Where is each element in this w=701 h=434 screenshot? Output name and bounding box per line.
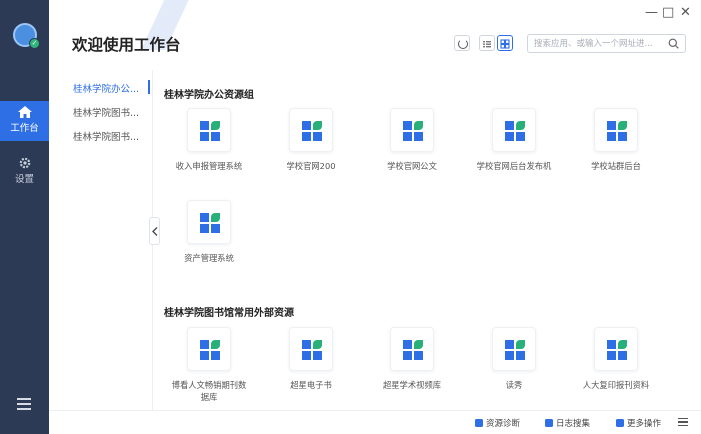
app-label: 超星电子书 [290, 380, 332, 390]
header: — □ ✕ 欢迎使用工作台 [49, 0, 701, 70]
app-label: 人大复印报刊资料 [582, 380, 650, 390]
status-link-label: 更多操作 [627, 419, 662, 429]
more-icon [616, 419, 624, 427]
app-grid-icon [302, 121, 322, 141]
app-tile[interactable] [390, 108, 434, 152]
app-grid-icon [200, 121, 220, 141]
app-grid-icon [505, 121, 525, 141]
online-check-icon: ✓ [29, 38, 40, 49]
gear-icon [19, 157, 30, 169]
log-icon [545, 419, 553, 427]
maximize-button[interactable]: □ [662, 5, 675, 20]
minimize-button[interactable]: — [645, 5, 658, 20]
app-item[interactable]: 资产管理系统 [158, 200, 260, 264]
section-title: 桂林学院办公资源组 [164, 90, 254, 101]
app-tile[interactable] [187, 327, 231, 371]
status-link-label: 日志搜集 [556, 419, 591, 429]
app-tile[interactable] [594, 108, 638, 152]
app-item[interactable]: 学校官网公文 [361, 108, 463, 172]
active-category-marker [148, 80, 150, 94]
list-view-icon [483, 41, 491, 48]
search-icon[interactable] [668, 38, 679, 49]
search-input[interactable] [534, 36, 664, 51]
category-item[interactable]: 桂林学院图书... [73, 132, 140, 143]
nav-item-settings[interactable]: 设置 [0, 152, 49, 192]
app-tile[interactable] [187, 200, 231, 244]
category-list: 桂林学院办公... 桂林学院图书... 桂林学院图书... [49, 70, 152, 410]
grid-view-icon [500, 39, 510, 49]
log-search-button[interactable]: 日志搜集 [545, 417, 590, 429]
search-box [527, 34, 686, 53]
header-decoration [139, 0, 209, 50]
app-item[interactable]: 学校官网后台发布机 [463, 108, 565, 172]
list-view-button[interactable] [479, 35, 495, 51]
nav-item-label: 设置 [14, 174, 34, 185]
section-title: 桂林学院图书馆常用外部资源 [164, 308, 294, 319]
app-item[interactable]: 人大复印报刊资料 [565, 327, 667, 391]
app-label: 学校站群后台 [591, 161, 641, 171]
app-item[interactable]: 博看人文畅销期刊数据库 [158, 327, 260, 403]
nav-item-label: 工作台 [10, 123, 39, 134]
app-grid-area: 桂林学院办公资源组 收入申报管理系统 学校官网200 学校官网公文 学校官网后台… [153, 70, 701, 410]
app-grid-icon [607, 340, 627, 360]
app-label: 学校官网后台发布机 [476, 161, 552, 171]
more-actions-button[interactable]: 更多操作 [616, 417, 661, 429]
grid-view-button[interactable] [497, 35, 513, 51]
app-tile[interactable] [492, 108, 536, 152]
app-label: 资产管理系统 [184, 253, 234, 263]
app-grid-icon [403, 121, 423, 141]
app-grid-icon [403, 340, 423, 360]
app-tile[interactable] [289, 327, 333, 371]
app-tile[interactable] [187, 108, 231, 152]
app-tile[interactable] [594, 327, 638, 371]
panel-toggle-icon[interactable] [678, 418, 688, 427]
chevron-left-icon [152, 227, 158, 236]
app-tile[interactable] [289, 108, 333, 152]
status-link-label: 资源诊断 [486, 419, 521, 429]
app-grid-icon [505, 340, 525, 360]
status-bar: 资源诊断 日志搜集 更多操作 [49, 410, 701, 434]
app-item[interactable]: 学校站群后台 [565, 108, 667, 172]
app-grid-icon [200, 213, 220, 233]
app-label: 学校官网200 [286, 161, 336, 171]
hamburger-menu-icon[interactable] [17, 398, 31, 410]
nav-rail: ✓ 工作台 设置 [0, 0, 49, 434]
page-title: 欢迎使用工作台 [72, 36, 181, 54]
app-label: 超星学术视频库 [382, 380, 442, 390]
app-grid-icon [200, 340, 220, 360]
app-label: 学校官网公文 [387, 161, 437, 171]
category-item[interactable]: 桂林学院图书... [73, 108, 140, 119]
app-item[interactable]: 读秀 [463, 327, 565, 391]
resource-diagnose-button[interactable]: 资源诊断 [475, 417, 520, 429]
diagnose-icon [475, 419, 483, 427]
close-button[interactable]: ✕ [680, 5, 691, 20]
app-item[interactable]: 超星电子书 [260, 327, 362, 391]
category-item[interactable]: 桂林学院办公... [73, 84, 140, 95]
home-icon [17, 106, 32, 118]
refresh-button[interactable] [454, 35, 470, 51]
app-item[interactable]: 超星学术视频库 [361, 327, 463, 391]
app-tile[interactable] [492, 327, 536, 371]
app-grid-icon [607, 121, 627, 141]
user-avatar[interactable] [13, 23, 37, 47]
app-tile[interactable] [390, 327, 434, 371]
app-label: 收入申报管理系统 [175, 161, 243, 171]
app-item[interactable]: 收入申报管理系统 [158, 108, 260, 172]
app-grid-icon [302, 340, 322, 360]
nav-item-workbench[interactable]: 工作台 [0, 101, 49, 141]
app-label: 读秀 [505, 380, 523, 390]
collapse-category-button[interactable] [149, 217, 160, 245]
app-label: 博看人文畅销期刊数据库 [171, 380, 247, 402]
app-item[interactable]: 学校官网200 [260, 108, 362, 172]
